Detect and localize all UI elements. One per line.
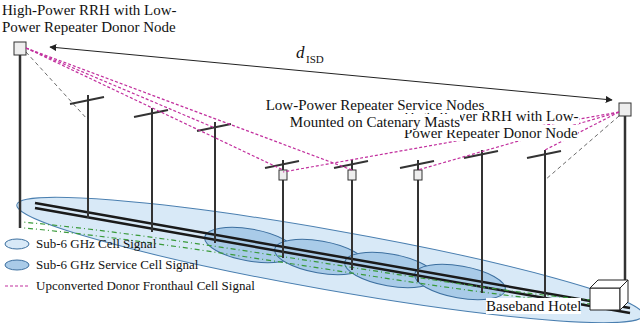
rrh-signal (26, 52, 619, 180)
distance-symbol: d (296, 43, 305, 63)
distance-subscript: ISD (306, 53, 324, 66)
repeater-label-text: Low-Power Repeater Service Nodes Mounted… (266, 97, 485, 130)
rail (35, 203, 630, 308)
distance-arrow (50, 47, 612, 100)
legend-row: Sub-6 GHz Service Cell Signal (3, 257, 198, 273)
legend-row: Upconverted Donor Fronthaul Cell Signal (3, 278, 255, 294)
legend-swatch (3, 258, 31, 272)
donor-links (26, 48, 619, 172)
baseband-label-text: Baseband Hotel (486, 298, 581, 314)
rail (35, 208, 630, 313)
fiber-link (24, 228, 592, 304)
fiber-link (22, 222, 592, 300)
legend-text: Sub-6 GHz Cell Signal (36, 236, 156, 252)
repeater-nodes (279, 170, 422, 180)
legend-text: Sub-6 GHz Service Cell Signal (36, 257, 198, 273)
legend-text: Upconverted Donor Fronthaul Cell Signal (36, 278, 255, 294)
distance-symbol-text: d (296, 43, 305, 62)
repeater-label: Low-Power Repeater Service Nodes Mounted… (262, 97, 488, 132)
baseband-label: Baseband Hotel (486, 298, 581, 315)
rrh-label: High-Power RRH with Low-Power Repeater D… (2, 2, 214, 37)
rrh-masts (14, 42, 631, 292)
baseband-box (590, 280, 628, 310)
legend-row: Sub-6 GHz Cell Signal (3, 236, 156, 252)
legend-swatch (3, 237, 31, 251)
distance-subscript-text: ISD (306, 53, 324, 65)
legend-line-sample (3, 279, 31, 293)
rrh-label-text: High-Power RRH with Low-Power Repeater D… (2, 2, 177, 35)
